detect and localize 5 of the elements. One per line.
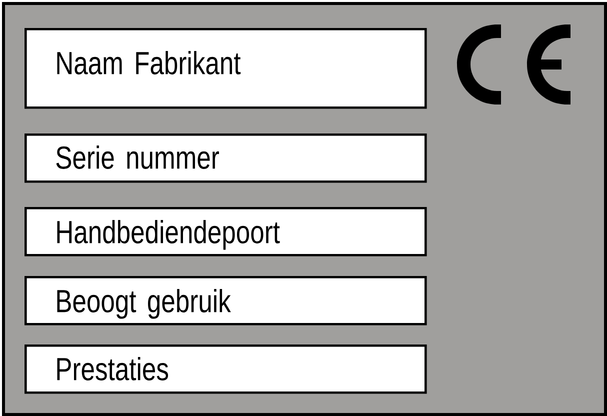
text-box: Serie nummer (24, 134, 427, 183)
text-box: Handbediendepoort (24, 207, 427, 256)
text-box: Beoogt gebruik (24, 276, 427, 326)
text-box: Prestaties (24, 344, 427, 394)
text-box: Naam Fabrikant (24, 28, 427, 109)
